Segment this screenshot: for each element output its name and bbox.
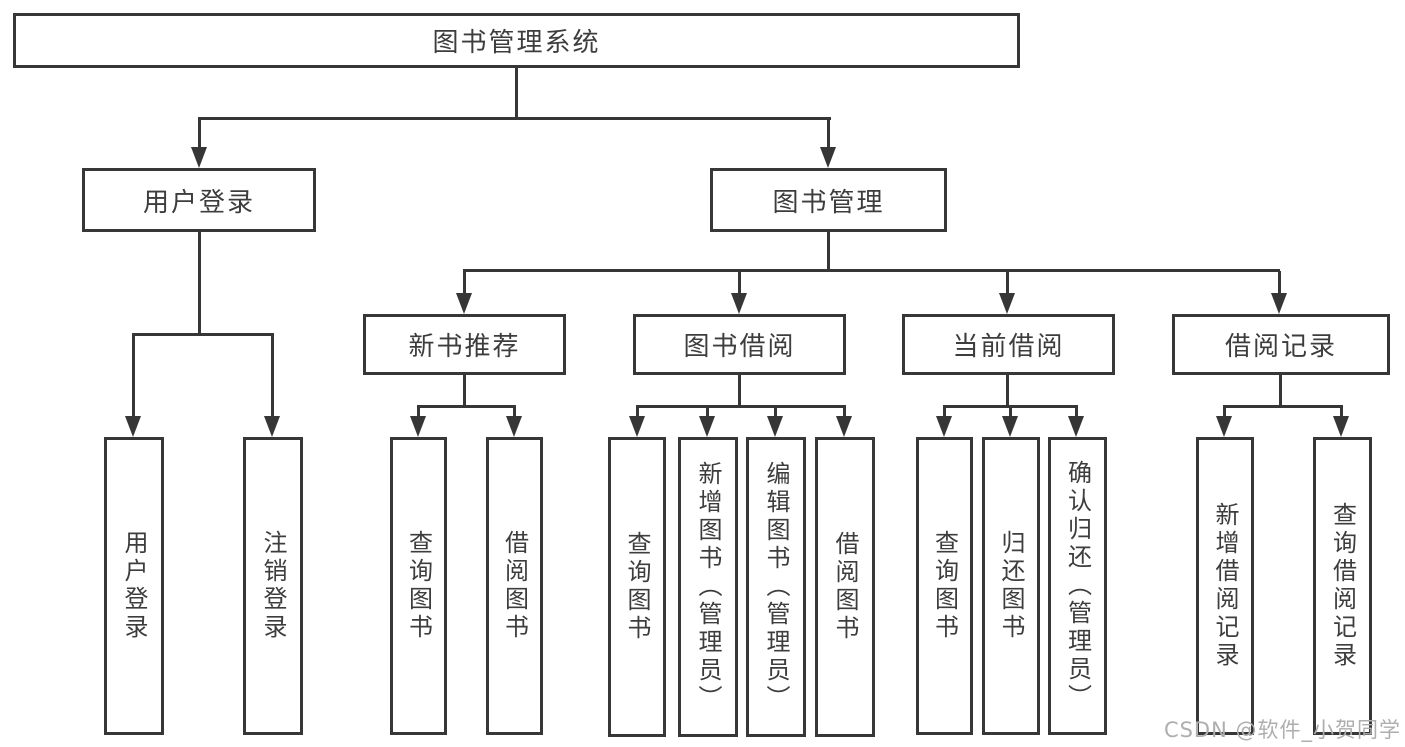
connector-line — [943, 407, 946, 417]
connector-line — [843, 407, 846, 417]
connector-line — [198, 119, 201, 150]
node-label: 注销登录 — [259, 530, 287, 642]
node-label: 借阅图书 — [831, 531, 859, 643]
connector-line — [1006, 271, 1009, 295]
connector-line — [515, 66, 518, 119]
node-leaf-query-borrow-record: 查询借阅记录 — [1313, 437, 1372, 735]
node-label: 查询图书 — [623, 531, 651, 643]
node-leaf-query-books-recommend: 查询图书 — [390, 437, 447, 735]
node-leaf-query-books-current: 查询图书 — [916, 437, 973, 735]
arrow-down-icon — [1333, 416, 1349, 437]
arrow-down-icon — [410, 416, 426, 437]
connector-line — [417, 407, 420, 417]
arrow-down-icon — [836, 416, 852, 437]
connector-line — [132, 333, 274, 336]
connector-line — [827, 119, 830, 150]
node-leaf-query-books-borrow: 查询图书 — [608, 437, 666, 737]
connector-line — [943, 405, 1078, 408]
arrow-down-icon — [456, 293, 472, 314]
arrow-down-icon — [629, 416, 645, 437]
connector-line — [827, 232, 830, 271]
connector-line — [463, 271, 466, 295]
connector-line — [1279, 375, 1282, 408]
arrow-down-icon — [1271, 293, 1287, 314]
connector-line — [198, 232, 201, 335]
node-label: 新增借阅记录 — [1211, 502, 1239, 670]
node-label: 查询图书 — [404, 530, 433, 642]
arrow-down-icon — [264, 416, 280, 437]
arrow-down-icon — [999, 293, 1015, 314]
arrow-down-icon — [936, 416, 952, 437]
node-label: 用户登录 — [120, 530, 148, 642]
connector-line — [1223, 405, 1343, 408]
connector-line — [417, 405, 516, 408]
node-label: 用户登录 — [142, 187, 255, 218]
arrow-down-icon — [767, 416, 783, 437]
connector-line — [1223, 407, 1226, 417]
connector-line — [132, 335, 135, 417]
node-label: 查询图书 — [930, 530, 959, 642]
node-book-borrow: 图书借阅 — [633, 314, 846, 375]
node-label: 借阅图书 — [500, 530, 529, 642]
connector-line — [271, 335, 274, 417]
node-borrow-records: 借阅记录 — [1172, 314, 1390, 375]
node-book-management: 图书管理 — [710, 168, 947, 232]
connector-line — [636, 405, 846, 408]
arrow-down-icon — [820, 147, 836, 168]
connector-line — [636, 407, 639, 417]
arrow-down-icon — [1002, 416, 1018, 437]
node-label: 图书管理系统 — [432, 28, 601, 58]
node-label: 新书推荐 — [408, 332, 521, 362]
node-new-book-recommend: 新书推荐 — [363, 314, 566, 375]
connector-line — [198, 117, 831, 120]
connector-line — [513, 407, 516, 417]
node-leaf-add-borrow-record: 新增借阅记录 — [1196, 437, 1254, 735]
watermark: CSDN @软件_小贺同学 — [1163, 718, 1401, 742]
arrow-down-icon — [699, 416, 715, 437]
node-leaf-borrow-books-recommend: 借阅图书 — [486, 437, 543, 735]
node-library-management-system: 图书管理系统 — [13, 13, 1020, 68]
connector-line — [738, 375, 741, 408]
node-label: 图书管理 — [772, 187, 885, 218]
connector-line — [706, 407, 709, 417]
connector-line — [774, 407, 777, 417]
connector-line — [1278, 271, 1281, 295]
node-label: 查询借阅记录 — [1328, 502, 1357, 670]
arrow-down-icon — [506, 416, 522, 437]
arrow-down-icon — [191, 147, 207, 168]
node-label: 编辑图书（管理员） — [762, 461, 790, 713]
node-label: 图书借阅 — [683, 332, 796, 362]
node-leaf-user-login: 用户登录 — [104, 437, 164, 735]
node-leaf-confirm-return-admin: 确认归还（管理员） — [1048, 437, 1107, 735]
connector-line — [1075, 407, 1078, 417]
node-leaf-return-books: 归还图书 — [982, 437, 1040, 735]
connector-line — [1006, 375, 1009, 408]
node-leaf-add-books-admin: 新增图书（管理员） — [678, 437, 738, 737]
connector-line — [1340, 407, 1343, 417]
node-label: 确认归还（管理员） — [1063, 460, 1092, 712]
node-user-login: 用户登录 — [82, 168, 316, 232]
arrow-down-icon — [1216, 416, 1232, 437]
node-leaf-borrow-books: 借阅图书 — [815, 437, 875, 737]
arrow-down-icon — [731, 293, 747, 314]
node-leaf-logout: 注销登录 — [243, 437, 303, 735]
connector-line — [463, 269, 1280, 272]
arrow-down-icon — [1068, 416, 1084, 437]
connector-line — [463, 375, 466, 408]
node-label: 归还图书 — [997, 530, 1025, 642]
connector-line — [1009, 407, 1012, 417]
node-label: 借阅记录 — [1224, 332, 1337, 362]
node-current-borrow: 当前借阅 — [902, 314, 1115, 375]
arrow-down-icon — [125, 416, 141, 437]
node-label: 当前借阅 — [952, 332, 1065, 362]
connector-line — [738, 271, 741, 295]
node-leaf-edit-books-admin: 编辑图书（管理员） — [746, 437, 806, 737]
node-label: 新增图书（管理员） — [694, 461, 722, 713]
